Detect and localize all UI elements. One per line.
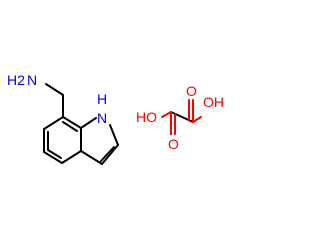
bond (109, 124, 119, 146)
amine-n-label: N (27, 72, 37, 88)
amine-h2-label: H2 (7, 72, 25, 88)
oxalic-acid-molecule: HO OH O O (136, 83, 224, 152)
chemical-structure: N H2 H N HO OH O O (7, 72, 224, 165)
bond (61, 150, 82, 164)
bond (161, 111, 172, 118)
bond (62, 116, 82, 129)
bond (62, 121, 78, 132)
bond (43, 151, 63, 164)
bond (101, 144, 119, 165)
indolylmethanamine-molecule: N H2 H N (7, 72, 119, 165)
bond (80, 150, 103, 165)
bond (43, 116, 64, 130)
bond (80, 117, 97, 129)
hydroxyl-left-label: HO (136, 109, 157, 125)
indole-n-label: N (97, 110, 107, 126)
bond (45, 83, 64, 96)
bond (192, 116, 202, 123)
carbonyl-o-bottom-label: O (168, 136, 179, 152)
bond (100, 146, 115, 162)
indole-nh-label: H (97, 91, 107, 107)
carbonyl-o-top-label: O (186, 83, 197, 99)
bond (47, 149, 62, 159)
hydroxyl-right-label: OH (203, 94, 224, 110)
